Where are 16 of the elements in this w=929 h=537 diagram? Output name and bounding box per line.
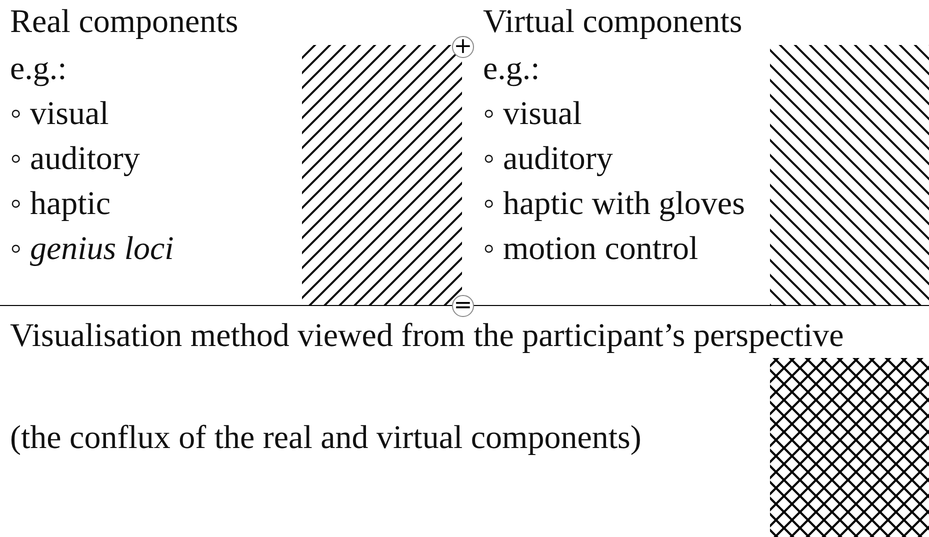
list-item: ◦ motion control [483,231,698,267]
caption-text: (the conflux of the real and virtual components) [10,420,642,456]
heading: Visualisation method viewed from the participant’s perspective [10,318,844,354]
list-item: ◦ auditory [10,141,140,177]
operator-circle: + [452,36,474,58]
list-intro: e.g.: [483,51,540,87]
list-item: ◦ auditory [483,141,613,177]
list-item: ◦ visual [483,96,582,132]
heading: Virtual components [483,4,742,40]
operator-circle: = [452,295,474,317]
list-item: ◦ genius loci [10,231,174,267]
heading: Real components [10,4,238,40]
list-item: ◦ haptic [10,186,111,222]
list-item: ◦ haptic with gloves [483,186,745,222]
list-item: ◦ visual [10,96,109,132]
list-intro: e.g.: [10,51,67,87]
